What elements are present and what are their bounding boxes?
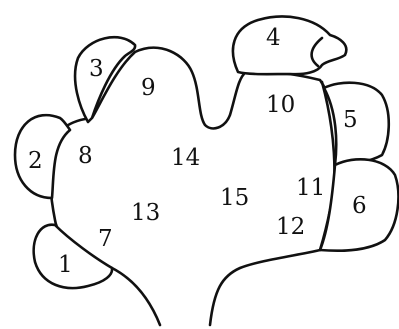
label-11: 11 xyxy=(296,175,325,201)
label-6: 6 xyxy=(352,193,367,219)
label-15: 15 xyxy=(220,185,249,211)
label-1: 1 xyxy=(58,252,73,278)
lobe-4 xyxy=(233,16,346,74)
label-8: 8 xyxy=(78,143,93,169)
label-13: 13 xyxy=(131,200,160,226)
lobe-3 xyxy=(75,37,135,122)
label-12: 12 xyxy=(276,214,305,240)
label-2: 2 xyxy=(28,148,43,174)
label-7: 7 xyxy=(98,226,113,252)
label-3: 3 xyxy=(89,56,104,82)
label-5: 5 xyxy=(343,107,358,133)
label-10: 10 xyxy=(266,92,295,118)
label-9: 9 xyxy=(141,75,156,101)
label-14: 14 xyxy=(171,145,200,171)
label-4: 4 xyxy=(266,25,281,51)
